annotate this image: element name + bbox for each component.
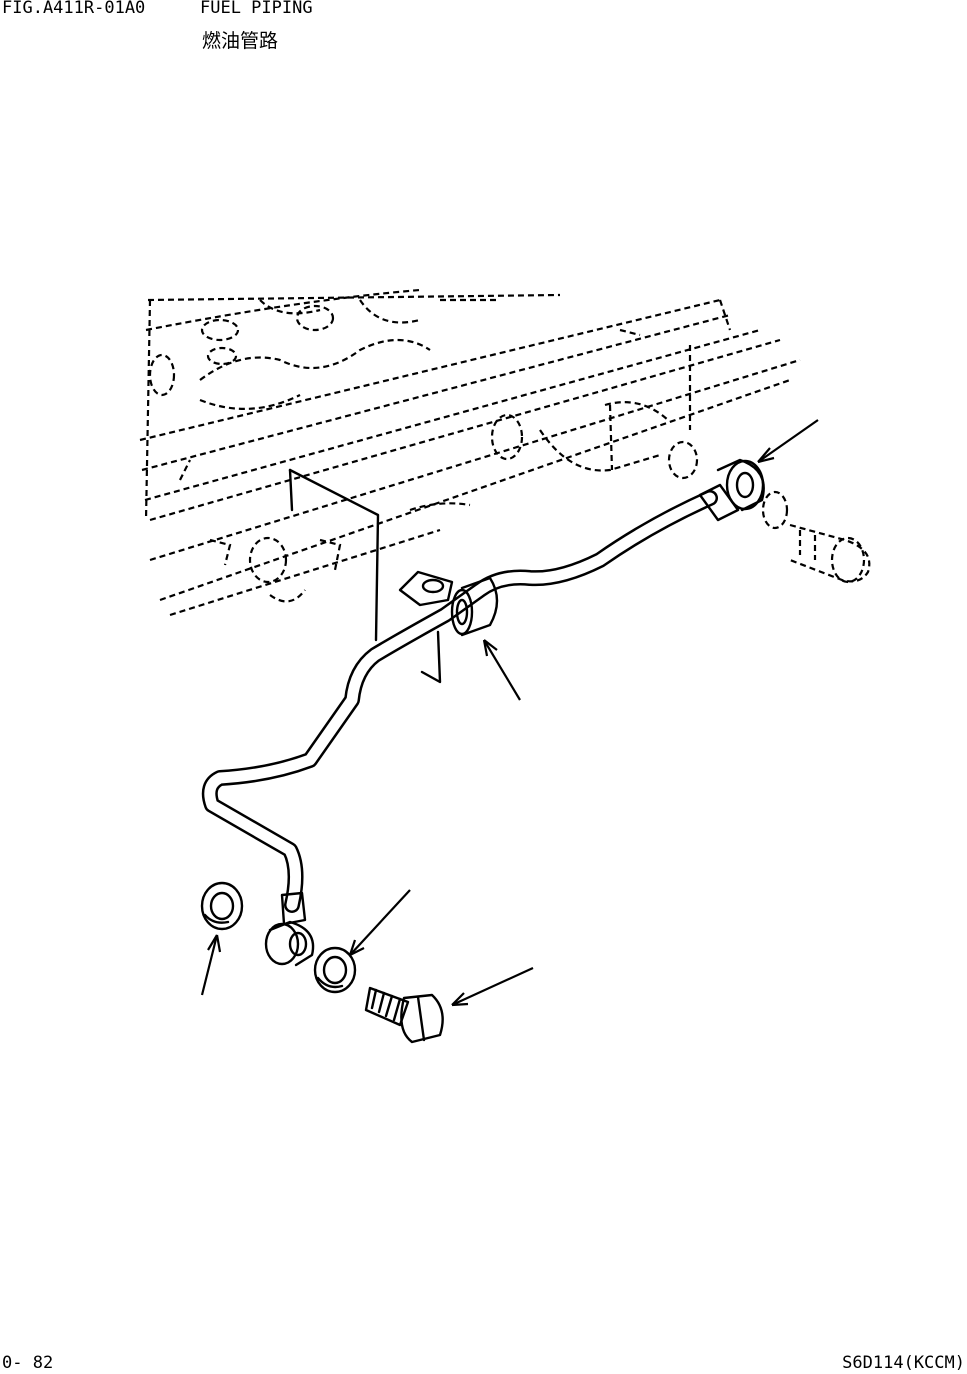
leader-arrow-gasket-left — [200, 934, 222, 996]
engine-block-ghost — [139, 288, 801, 617]
fuel-tube — [201, 490, 718, 913]
leader-arrow-eye-fitting — [757, 419, 819, 464]
gasket-left — [200, 881, 244, 931]
banjo-fitting — [264, 891, 315, 967]
banjo-bolt — [364, 986, 444, 1044]
mounting-bracket — [288, 468, 454, 684]
figure-title: FUEL PIPING — [200, 0, 313, 18]
leader-arrow-clamp — [482, 639, 521, 701]
gasket-right — [313, 946, 357, 994]
tube-clamp — [450, 576, 499, 637]
model-code: S6D114(KCCM) — [842, 1353, 965, 1373]
leader-arrow-gasket-right — [348, 889, 411, 956]
eye-fitting — [698, 458, 765, 522]
leader-arrows — [200, 419, 819, 1007]
page-number: 0- 82 — [2, 1353, 54, 1373]
figure-id: FIG.A411R-01A0 — [2, 0, 146, 18]
ghost-bolt — [761, 490, 871, 584]
leader-arrow-banjo-bolt — [451, 966, 534, 1007]
figure-subtitle: 燃油管路 — [202, 30, 279, 52]
